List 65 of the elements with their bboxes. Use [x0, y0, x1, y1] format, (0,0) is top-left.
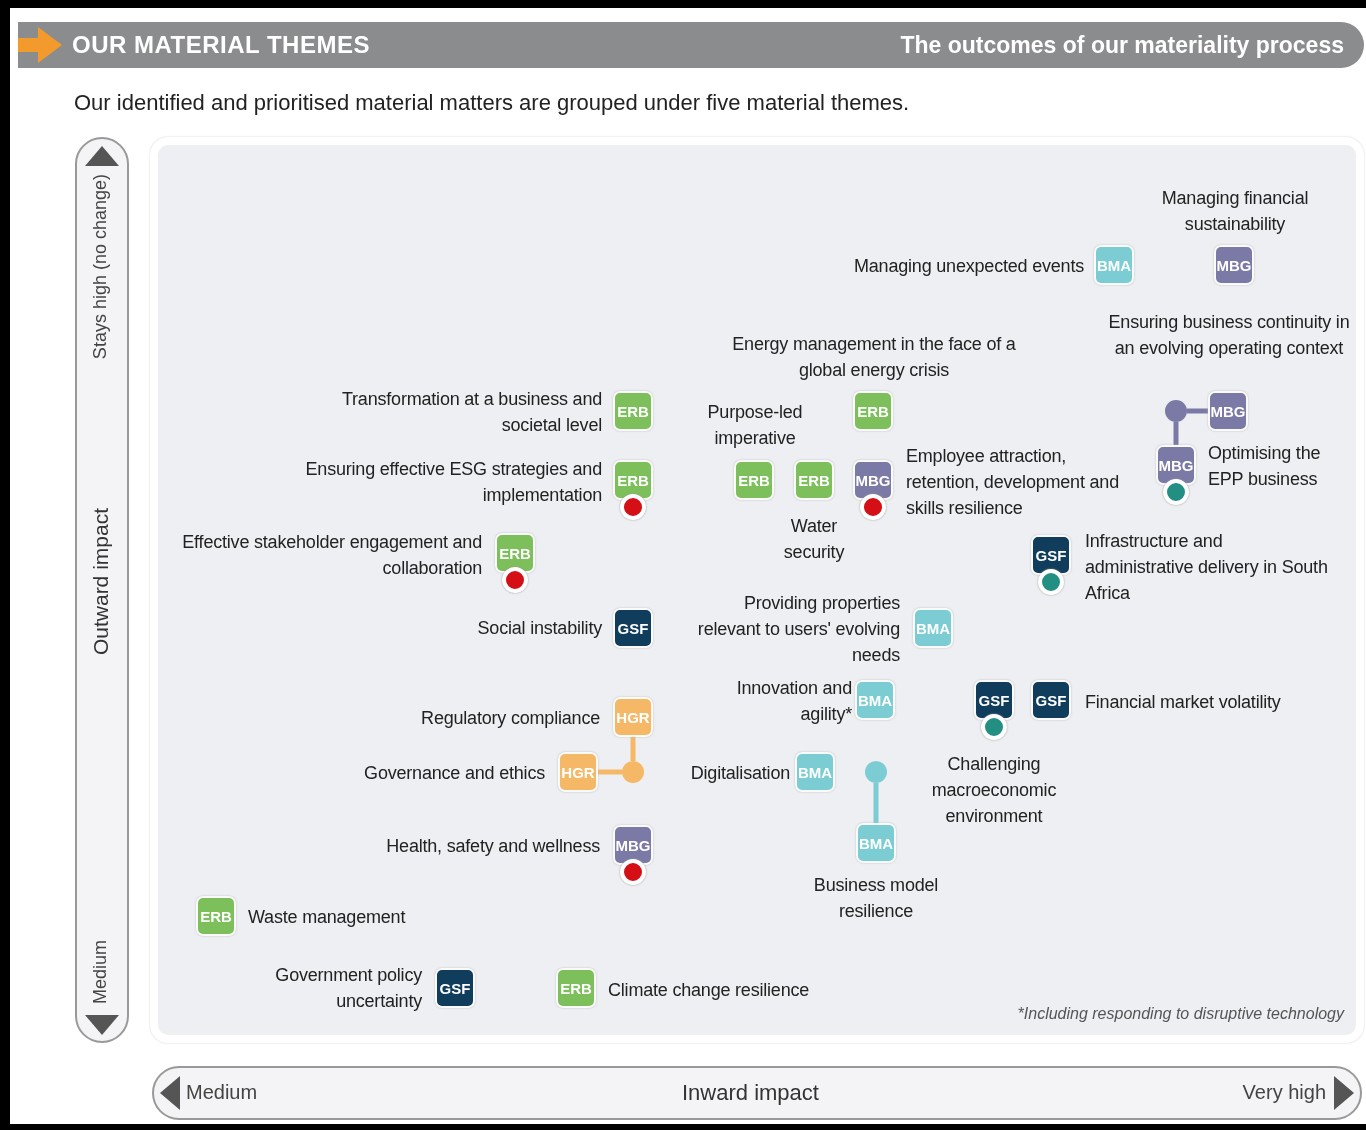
matter-label: Digitalisation [689, 762, 790, 785]
matter-label: Transformation at a business and societal level [340, 388, 602, 437]
matter-label: Regulatory compliance [420, 707, 600, 730]
matter-label: Innovation and agility* [735, 677, 852, 726]
theme-tag: GSF [1031, 535, 1071, 575]
axis-label: Stays high (no change) [90, 174, 111, 360]
matter-label: Water security [782, 515, 846, 564]
theme-tag: GSF [1031, 680, 1071, 720]
theme-tag: BMA [795, 752, 835, 792]
axis-label: Medium [90, 940, 111, 1005]
connector-line [1173, 422, 1179, 445]
matter-label: Waste management [248, 906, 407, 929]
matter-label: Infrastructure and administrative delivery in South Africa [1085, 530, 1329, 605]
matter-label: Social instability [476, 617, 602, 640]
theme-tag: BMA [1094, 245, 1134, 285]
theme-tag: ERB [196, 896, 236, 936]
theme-tag: MBG [1156, 445, 1196, 485]
connector-line [1187, 408, 1208, 414]
theme-tag: GSF [974, 680, 1014, 720]
theme-tag: ERB [734, 460, 774, 500]
matter-label: Effective stakeholder engagement and collaboration [181, 531, 482, 580]
matter-label: Managing financial sustainability [1160, 187, 1310, 236]
theme-tag: MBG [1208, 391, 1248, 431]
connector-line [598, 769, 622, 775]
theme-tag: HGR [558, 752, 598, 792]
header-subtitle: The outcomes of our materiality process [900, 32, 1344, 59]
theme-tag: ERB [556, 968, 596, 1008]
theme-tag: ERB [613, 460, 653, 500]
matter-label: Ensuring effective ESG strategies and implementation [304, 458, 602, 507]
theme-tag: GSF [435, 968, 475, 1008]
theme-tag: MBG [1214, 245, 1254, 285]
axis-title: Outward impact [89, 508, 113, 656]
matter-label: Purpose-led imperative [706, 401, 804, 450]
matter-label: Optimising the EPP business [1208, 442, 1322, 491]
axis-label: Very high [1242, 1081, 1326, 1104]
matter-label: Government policy uncertainty [274, 964, 422, 1013]
connector-line [873, 783, 879, 823]
axis-title: Inward impact [682, 1080, 819, 1106]
footnote: *Including responding to disruptive technology [1017, 1005, 1344, 1023]
matter-label: Ensuring business continuity in an evolving operating context [1107, 311, 1351, 360]
matter-label: Governance and ethics [363, 762, 545, 785]
matter-label: Managing unexpected events [853, 255, 1084, 278]
axis-label: Medium [186, 1081, 258, 1104]
theme-tag: ERB [495, 533, 535, 573]
theme-tag: MBG [613, 825, 653, 865]
theme-tag: GSF [613, 608, 653, 648]
matter-label: Energy management in the face of a global energy crisis [731, 333, 1017, 382]
matter-label: Financial market volatility [1085, 691, 1282, 714]
theme-tag: BMA [855, 680, 895, 720]
theme-tag: ERB [853, 391, 893, 431]
theme-tag: ERB [794, 460, 834, 500]
theme-tag: BMA [913, 608, 953, 648]
intro-text: Our identified and prioritised material matters are grouped under five material themes. [74, 90, 910, 116]
header-title: OUR MATERIAL THEMES [72, 31, 370, 59]
matter-label: Business model resilience [812, 874, 940, 923]
matter-label: Climate change resilience [608, 979, 811, 1002]
matter-label: Employee attraction, retention, development and skills resilience [906, 445, 1120, 520]
matter-label: Providing properties relevant to users' evolving needs [696, 592, 900, 667]
theme-tag: ERB [613, 391, 653, 431]
theme-tag: HGR [613, 697, 653, 737]
theme-tag: BMA [856, 823, 896, 863]
matter-label: Challenging macroeconomic environment [930, 753, 1058, 828]
connector-line [630, 737, 636, 761]
matter-label: Health, safety and wellness [385, 835, 600, 858]
theme-tag: MBG [853, 460, 893, 500]
